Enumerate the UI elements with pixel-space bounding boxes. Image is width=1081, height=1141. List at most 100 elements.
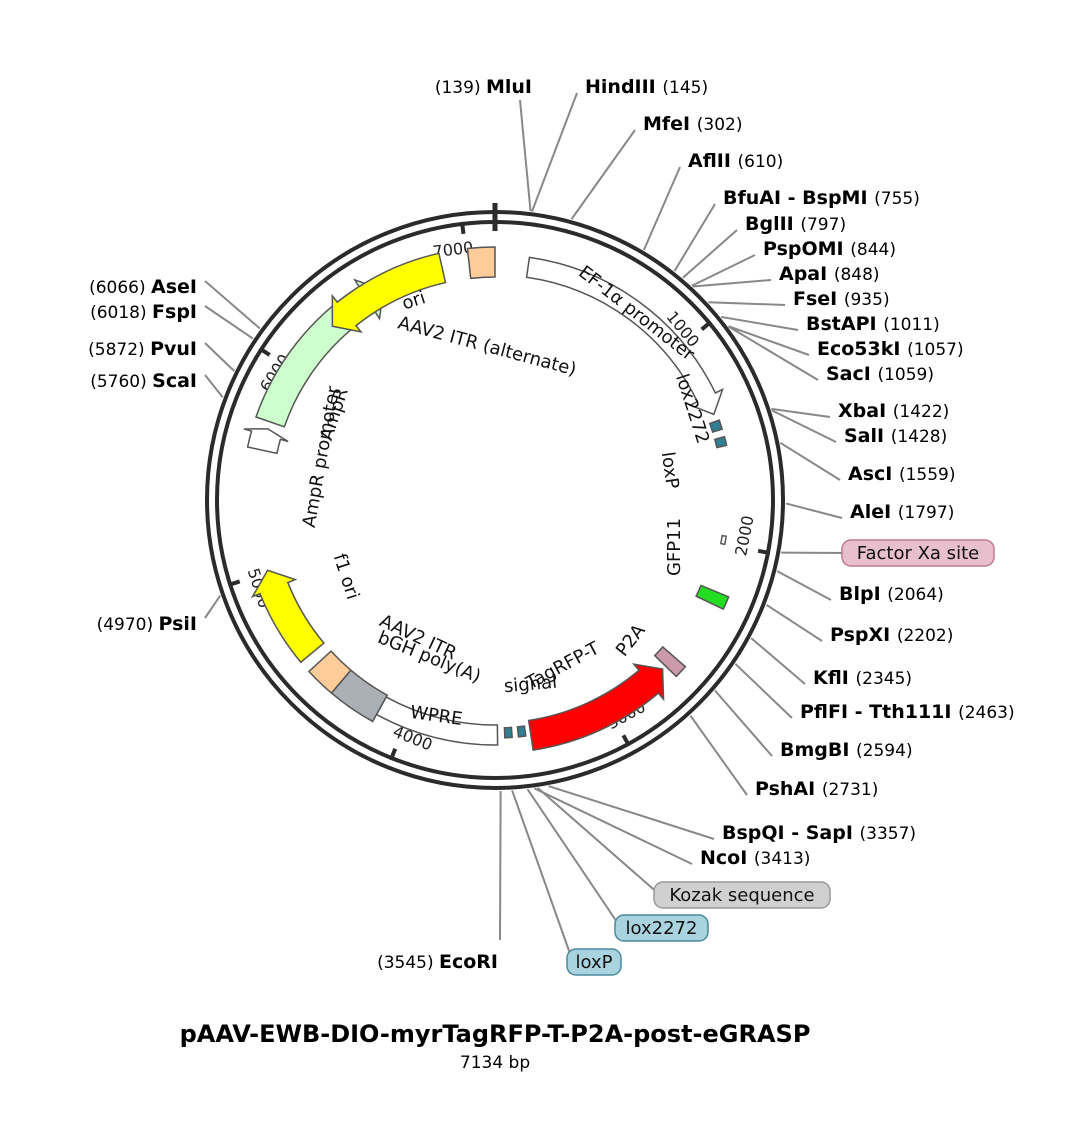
site-leader (548, 785, 715, 840)
site-bstapi: BstAPI (1011) (721, 313, 940, 335)
callout-lox2272: lox2272 (526, 788, 709, 942)
tick-6000 (258, 346, 271, 357)
feature-loxp-2 (503, 726, 513, 739)
callout-leader (511, 790, 574, 963)
site-label: AflII (610) (688, 150, 783, 172)
tick-7000 (460, 221, 466, 235)
site-label: PflFI - Tth111I (2463) (800, 701, 1015, 723)
site-bfuai-bspmi: BfuAI - BspMI (755) (673, 187, 920, 272)
site-ncoi: NcoI (3413) (533, 787, 810, 869)
site-label: PshAI (2731) (755, 778, 878, 800)
site-label: (6018) FspI (90, 301, 197, 323)
site-pvui: (5872) PvuI (88, 338, 235, 372)
site-leader (765, 604, 823, 642)
site-leader (771, 407, 831, 418)
feature-p2a (653, 645, 687, 678)
site-label: (139) MluI (435, 76, 532, 98)
label-f1-ori: f1 ori (329, 551, 363, 602)
site-blpi: BlpI (2064) (776, 570, 944, 605)
site-leader (708, 301, 786, 306)
site-pflfi-tth111i: PflFI - Tth111I (2463) (734, 663, 1015, 723)
site-leader (499, 790, 502, 941)
site-asei: (6066) AseI (89, 276, 261, 330)
label-ampr-promoter: AmpR promoter (299, 384, 345, 529)
site-sali: SalI (1428) (771, 409, 947, 447)
site-leader (728, 325, 810, 356)
site-leader (689, 715, 748, 796)
site-label: BspQI - SapI (3357) (722, 822, 916, 844)
label-p2a: P2A (612, 620, 650, 661)
callout-kozak-sequence: Kozak sequence (536, 787, 831, 909)
site-label: ApaI (848) (779, 263, 880, 285)
site-label: (6066) AseI (89, 276, 197, 298)
callout-label: lox2272 (626, 918, 698, 939)
callout-loxp: loxP (511, 790, 622, 976)
site-label: (5872) PvuI (88, 338, 197, 360)
site-leader (204, 374, 224, 398)
site-asci: AscI (1559) (779, 441, 956, 485)
feature-tagrfp-t (527, 663, 665, 751)
site-pspxi: PspXI (2202) (765, 604, 953, 646)
site-leader (519, 99, 532, 212)
site-leader (691, 254, 756, 287)
site-leader (776, 570, 832, 601)
backbone-outer-strand (205, 210, 785, 790)
site-hindiii: HindIII (145) (531, 76, 708, 212)
tick-3000 (621, 734, 631, 747)
site-fsei: FseI (935) (708, 288, 890, 310)
site-label: (5760) ScaI (90, 370, 197, 392)
site-leader (682, 229, 738, 279)
site-label: (3545) EcoRI (377, 951, 498, 973)
plasmid-size: 7134 bp (460, 1053, 530, 1073)
site-label: BfuAI - BspMI (755) (723, 187, 920, 209)
site-label: (4970) PsiI (97, 613, 197, 635)
site-leader (204, 280, 261, 330)
callout-label: Kozak sequence (669, 885, 814, 906)
site-label: FseI (935) (793, 288, 890, 310)
site-leader (771, 409, 837, 443)
site-leader (643, 166, 681, 251)
site-pspomi: PspOMI (844) (691, 238, 896, 287)
site-label: PspOMI (844) (763, 238, 896, 260)
site-label: PspXI (2202) (830, 624, 953, 646)
site-label: MfeI (302) (643, 113, 742, 135)
feature-p2a-green (695, 584, 730, 611)
site-leader (673, 203, 716, 272)
label-loxp-inner: loxP (657, 451, 683, 491)
site-pshai: PshAI (2731) (689, 715, 878, 800)
site-ecori: (3545) EcoRI (377, 790, 502, 973)
label-aav2-itr-top: AAV2 ITR (alternate) (396, 312, 579, 380)
callout-label: Factor Xa site (857, 543, 979, 564)
callout-leader (536, 787, 661, 896)
site-label: SalI (1428) (844, 425, 947, 447)
site-label: BlpI (2064) (839, 583, 944, 605)
site-label: AleI (1797) (850, 501, 954, 523)
tick-label-2000: 2000 (731, 514, 757, 558)
site-leader (779, 441, 841, 481)
site-mfei: MfeI (302) (570, 113, 742, 220)
site-leader (204, 342, 235, 372)
site-leader (204, 305, 254, 340)
feature-ori (331, 252, 447, 333)
tick-2000 (757, 548, 771, 556)
callout-box (614, 914, 709, 942)
callout-factor-xa-site: Factor Xa site (781, 539, 995, 567)
site-label: BglII (797) (745, 213, 846, 235)
site-leader (750, 637, 806, 685)
feature-ef1a-promoter (525, 256, 724, 416)
restriction-sites: HindIII (145)MfeI (302) AflII (610) BfuAI … (88, 76, 1014, 973)
site-eco53ki: Eco53kI (1057) (728, 325, 964, 360)
feature-ampr-promoter (243, 428, 289, 455)
tick-label-7000: 7000 (432, 238, 475, 262)
site-aflii: AflII (610) (643, 150, 783, 251)
callout-leader (526, 788, 622, 929)
site-leader (570, 129, 636, 220)
site-fspi: (6018) FspI (90, 301, 254, 340)
site-leader (785, 502, 843, 519)
site-kfli: KflI (2345) (750, 637, 912, 689)
tick-1000 (700, 320, 713, 331)
site-leader (714, 689, 773, 757)
site-label: AscI (1559) (848, 463, 956, 485)
site-xbai: XbaI (1422) (771, 400, 949, 422)
